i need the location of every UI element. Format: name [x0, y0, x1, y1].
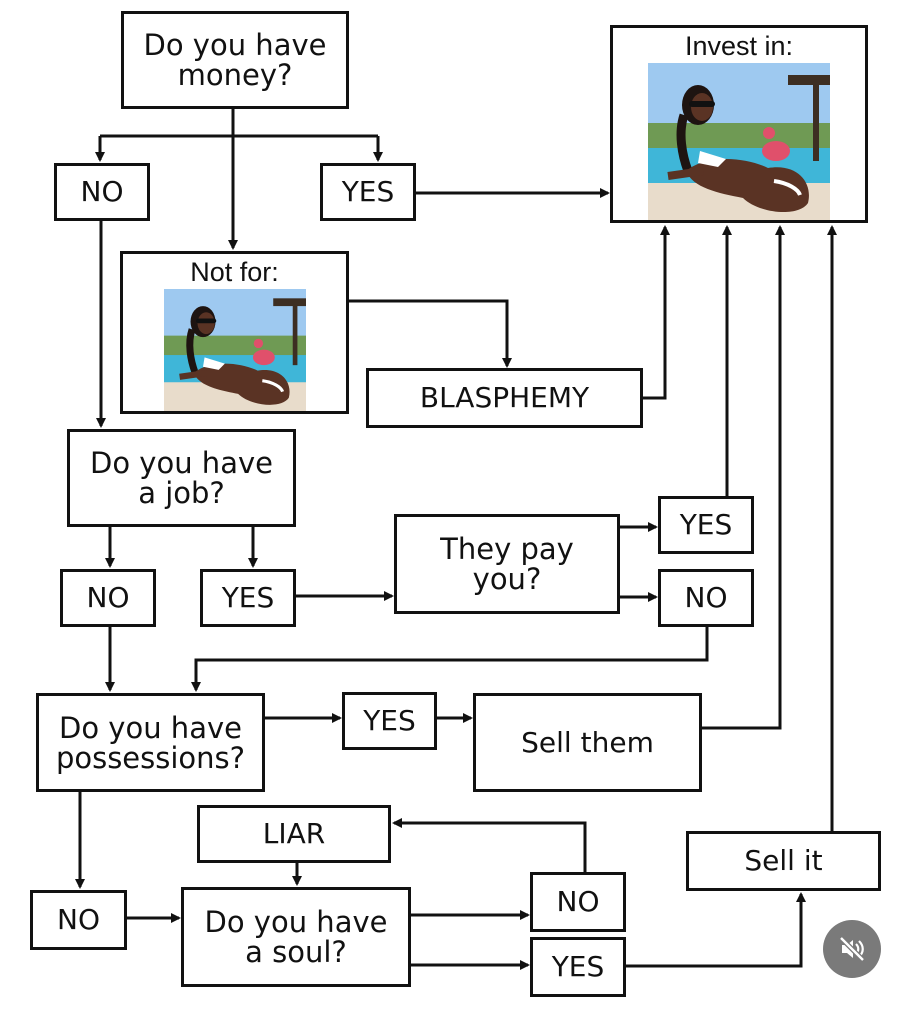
sell-it-label: Sell it: [744, 844, 823, 877]
invest-in-box: Invest in:: [610, 25, 868, 223]
liar-box: LIAR: [197, 805, 391, 863]
not-for-photo: [163, 289, 306, 411]
have-job-label: Do you have a job?: [90, 446, 273, 510]
job-no-label: NO: [86, 581, 130, 614]
they-pay-label: They pay you?: [440, 532, 574, 596]
sell-it-box: Sell it: [686, 831, 881, 891]
arrow-to-money-no: [100, 134, 378, 160]
have-possessions-box: Do you have possessions?: [36, 693, 265, 792]
money-yes-label: YES: [341, 175, 395, 208]
money-yes-box: YES: [320, 163, 416, 221]
possessions-yes-box: YES: [342, 692, 437, 750]
not-for-title: Not for:: [190, 257, 279, 287]
possessions-no-label: NO: [57, 903, 100, 936]
mute-button[interactable]: [823, 920, 881, 978]
job-no-box: NO: [60, 569, 156, 627]
not-for-box: Not for:: [120, 251, 349, 414]
blasphemy-label: BLASPHEMY: [419, 381, 590, 414]
money-no-label: NO: [80, 175, 124, 208]
arrow-blasphemy-to-invest: [643, 225, 670, 400]
pool-photo-image: [163, 289, 306, 411]
invest-in-title: Invest in:: [684, 31, 794, 61]
pay-yes-label: YES: [679, 508, 733, 541]
arrow-sell-them-to-invest: [702, 225, 785, 730]
have-money-label: Do you have money?: [143, 28, 327, 92]
have-job-box: Do you have a job?: [67, 429, 296, 527]
possessions-yes-label: YES: [363, 704, 416, 737]
pay-no-label: NO: [684, 581, 728, 614]
possessions-no-box: NO: [30, 890, 127, 950]
have-soul-box: Do you have a soul?: [181, 887, 411, 987]
they-pay-box: They pay you?: [394, 514, 620, 614]
pay-yes-box: YES: [658, 496, 754, 554]
soul-yes-box: YES: [530, 937, 626, 997]
have-possessions-label: Do you have possessions?: [55, 710, 246, 775]
sell-them-label: Sell them: [521, 725, 654, 759]
speaker-muted-icon: [839, 936, 865, 962]
blasphemy-box: BLASPHEMY: [366, 368, 643, 428]
soul-yes-label: YES: [551, 950, 605, 983]
arrow-soul-yes-to-sell-it: [625, 892, 806, 968]
soul-no-label: NO: [556, 885, 600, 918]
have-money-box: Do you have money?: [121, 11, 349, 109]
job-yes-label: YES: [221, 581, 275, 614]
arrow-soul-no-to-liar: [392, 818, 587, 872]
arrow-pay-no-to-possessions: [191, 627, 709, 692]
soul-no-box: NO: [530, 872, 626, 932]
pool-photo-image: [648, 63, 830, 220]
invest-photo: [648, 63, 830, 220]
have-soul-label: Do you have a soul?: [204, 905, 388, 969]
job-yes-box: YES: [200, 569, 296, 627]
liar-label: LIAR: [262, 817, 326, 850]
pay-no-box: NO: [658, 569, 754, 627]
arrow-notfor-to-blasphemy: [349, 299, 512, 368]
sell-them-box: Sell them: [473, 693, 702, 792]
money-no-box: NO: [54, 163, 150, 221]
